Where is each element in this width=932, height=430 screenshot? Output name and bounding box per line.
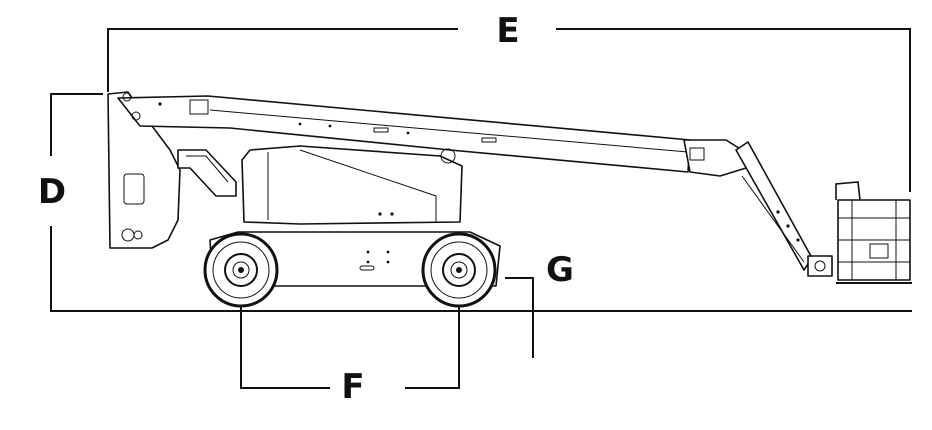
- dimension-e-bracket: [107, 28, 911, 192]
- dimension-d-bracket: [50, 93, 912, 312]
- main-boom: [117, 95, 691, 173]
- rear-wheel: [421, 232, 497, 308]
- dimension-d-label: D: [38, 172, 66, 212]
- jib-knuckle: [683, 139, 747, 177]
- jib-arm: [735, 141, 813, 271]
- boom-lift-machine: [107, 91, 912, 308]
- chassis-hood: [241, 145, 463, 225]
- dimension-e-label: E: [496, 11, 519, 51]
- dimension-g-label: G: [546, 250, 574, 290]
- platform-rotator: [807, 255, 833, 277]
- platform-basket: [835, 181, 912, 284]
- dimension-f-bracket: [240, 305, 460, 389]
- counterweight-panel: [123, 173, 145, 205]
- front-wheel: [203, 232, 279, 308]
- dimension-g-bracket: [505, 277, 534, 358]
- dimension-f-label: F: [341, 367, 364, 407]
- lift-cylinder: [177, 149, 237, 197]
